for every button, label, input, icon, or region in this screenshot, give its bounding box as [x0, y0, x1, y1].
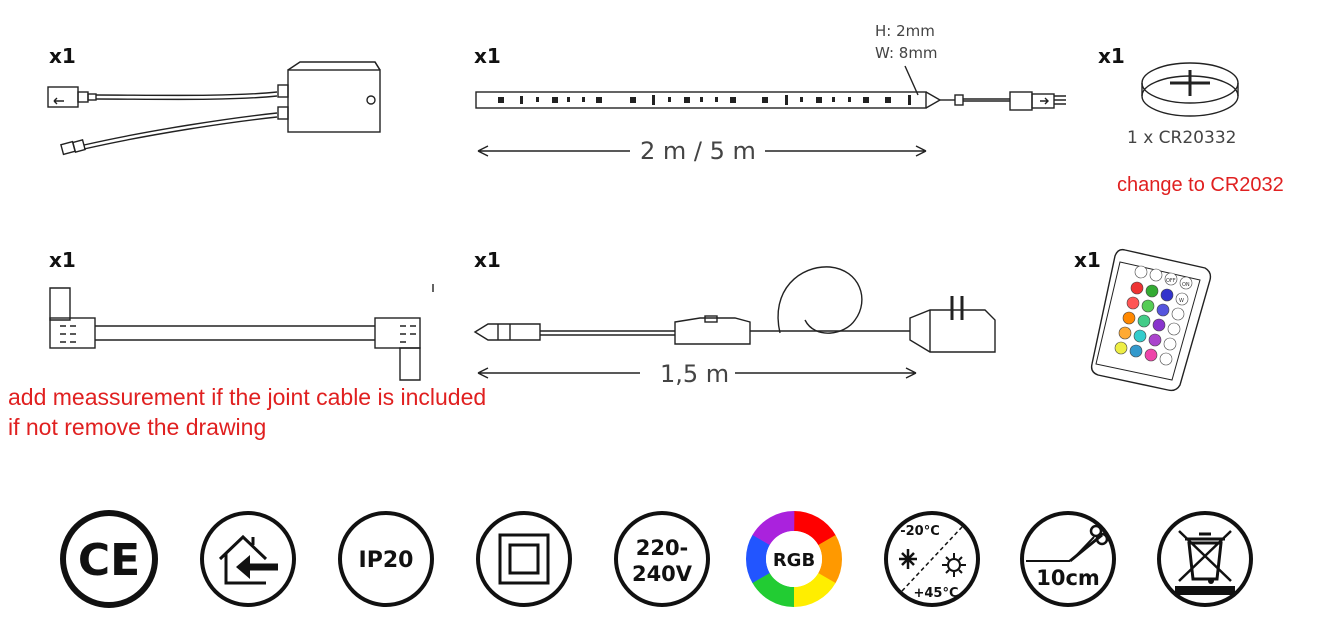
cut-length-text: 10cm: [1036, 566, 1100, 590]
strip-height-label: H: 2mm: [875, 22, 935, 40]
ip20-rating-icon: IP20: [336, 509, 436, 609]
weee-disposal-icon: [1155, 509, 1255, 609]
temp-high-text: +45°C: [913, 586, 958, 601]
voltage-icon: 220- 240V: [612, 509, 712, 609]
rgb-color-wheel-icon: RGB: [744, 509, 844, 609]
ce-text: CE: [78, 535, 140, 586]
strip-length-label: 2 m / 5 m: [640, 137, 756, 165]
remote-w-label: W: [1179, 298, 1184, 304]
joint-cable-note-line2: if not remove the drawing: [8, 414, 267, 440]
led-strip-chips: [498, 95, 911, 105]
cut-length-icon: 10cm: [1018, 509, 1118, 609]
strip-width-label: W: 8mm: [875, 44, 938, 62]
voltage-line1: 220-: [636, 536, 689, 560]
adapter-qty: x1: [474, 248, 501, 272]
sun-icon: [942, 553, 966, 577]
strip-qty: x1: [474, 44, 501, 68]
battery-qty: x1: [1098, 44, 1125, 68]
remote-on-label: ON: [1182, 282, 1190, 288]
battery-drawing: [1141, 62, 1239, 117]
joint-cable-note-line1: add meassurement if the joint cable is i…: [8, 384, 487, 410]
indoor-use-icon: [198, 509, 298, 609]
remote-buttons: [1114, 265, 1193, 366]
joint-cable-drawing: [49, 284, 434, 381]
joint-cable-qty: x1: [49, 248, 76, 272]
adapter-length-label: 1,5 m: [660, 360, 730, 388]
controller-qty: x1: [49, 44, 76, 68]
voltage-line2: 240V: [632, 562, 693, 586]
adapter-drawing: [473, 266, 996, 379]
battery-caption: 1 x CR20332: [1127, 128, 1237, 148]
class-ii-insulation-icon: [474, 509, 574, 609]
ce-mark-icon: CE: [59, 509, 159, 609]
temp-low-text: -20°C: [900, 524, 940, 539]
controller-drawing: [47, 61, 381, 156]
rgb-text: RGB: [773, 550, 815, 571]
temperature-range-icon: -20°C +45°C: [882, 509, 982, 609]
snowflake-icon: [899, 549, 917, 569]
battery-note: change to CR2032: [1117, 174, 1284, 196]
remote-off-label: OFF: [1166, 278, 1176, 284]
ip20-text: IP20: [359, 548, 414, 573]
remote-qty: x1: [1074, 248, 1101, 272]
led-strip-drawing: [475, 65, 1066, 157]
remote-drawing: [1090, 248, 1212, 392]
